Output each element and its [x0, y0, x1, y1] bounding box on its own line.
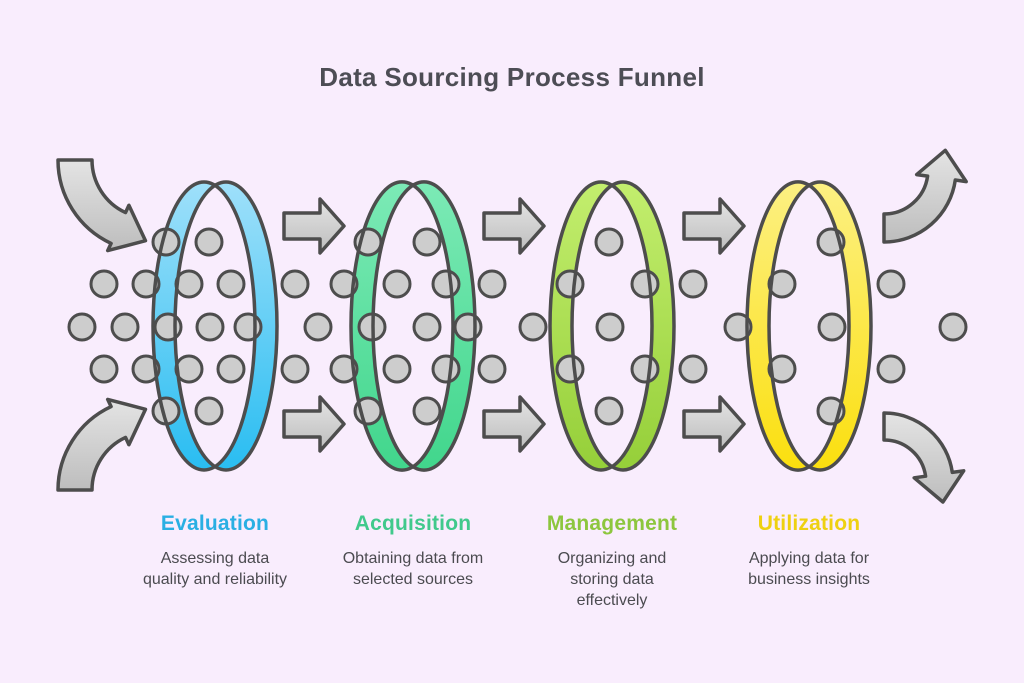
data-dot	[678, 269, 708, 299]
data-dot	[329, 354, 359, 384]
data-dot	[153, 312, 183, 342]
data-dot	[594, 396, 624, 426]
data-dot	[110, 312, 140, 342]
stage-name-management: Management	[546, 512, 678, 535]
data-dot	[630, 354, 660, 384]
data-dot	[518, 312, 548, 342]
data-dot	[876, 354, 906, 384]
data-dot	[412, 396, 442, 426]
data-dot	[195, 312, 225, 342]
data-dot	[767, 269, 797, 299]
outflow-arrow-top	[882, 148, 968, 244]
stage-name-utilization: Utilization	[757, 512, 861, 535]
flow-arrow	[482, 197, 546, 255]
data-dot	[329, 269, 359, 299]
flow-arrow	[282, 197, 346, 255]
data-dot	[767, 354, 797, 384]
data-dot	[89, 354, 119, 384]
data-dot	[194, 227, 224, 257]
data-dot	[594, 227, 624, 257]
data-dot	[67, 312, 97, 342]
diagram-title: Data Sourcing Process Funnel	[319, 62, 705, 92]
data-dot	[555, 269, 585, 299]
data-dot	[382, 269, 412, 299]
data-dot	[595, 312, 625, 342]
data-dot	[477, 269, 507, 299]
ring-outline-evaluation	[151, 180, 279, 472]
flow-arrow	[482, 395, 546, 453]
data-dot	[938, 312, 968, 342]
ring-outline-utilization	[745, 180, 873, 472]
ring-outline-acquisition	[349, 180, 477, 472]
data-dot	[431, 269, 461, 299]
data-dot	[876, 269, 906, 299]
data-dot	[678, 354, 708, 384]
data-dot	[382, 354, 412, 384]
inflow-arrow-top	[56, 158, 148, 253]
inflow-arrow-bottom	[56, 397, 148, 492]
data-dot	[817, 312, 847, 342]
data-dot	[431, 354, 461, 384]
flow-arrow	[682, 197, 746, 255]
ring-utilization	[746, 181, 871, 471]
data-dot	[723, 312, 753, 342]
data-dot	[131, 269, 161, 299]
data-dot	[216, 354, 246, 384]
stage-name-evaluation: Evaluation	[160, 512, 270, 535]
stage-name-acquisition: Acquisition	[354, 512, 472, 535]
data-dot	[131, 354, 161, 384]
data-dot	[280, 354, 310, 384]
flow-arrow	[682, 395, 746, 453]
flow-arrow	[282, 395, 346, 453]
data-dot	[89, 269, 119, 299]
data-dot	[453, 312, 483, 342]
data-dot	[412, 312, 442, 342]
ring-outline-management	[548, 180, 676, 472]
data-dot	[630, 269, 660, 299]
data-dot	[280, 269, 310, 299]
data-dot	[216, 269, 246, 299]
data-dot	[555, 354, 585, 384]
data-dot	[303, 312, 333, 342]
data-dot	[412, 227, 442, 257]
data-dot	[194, 396, 224, 426]
data-dot	[477, 354, 507, 384]
data-dot	[233, 312, 263, 342]
outflow-arrow-bottom	[882, 411, 966, 504]
